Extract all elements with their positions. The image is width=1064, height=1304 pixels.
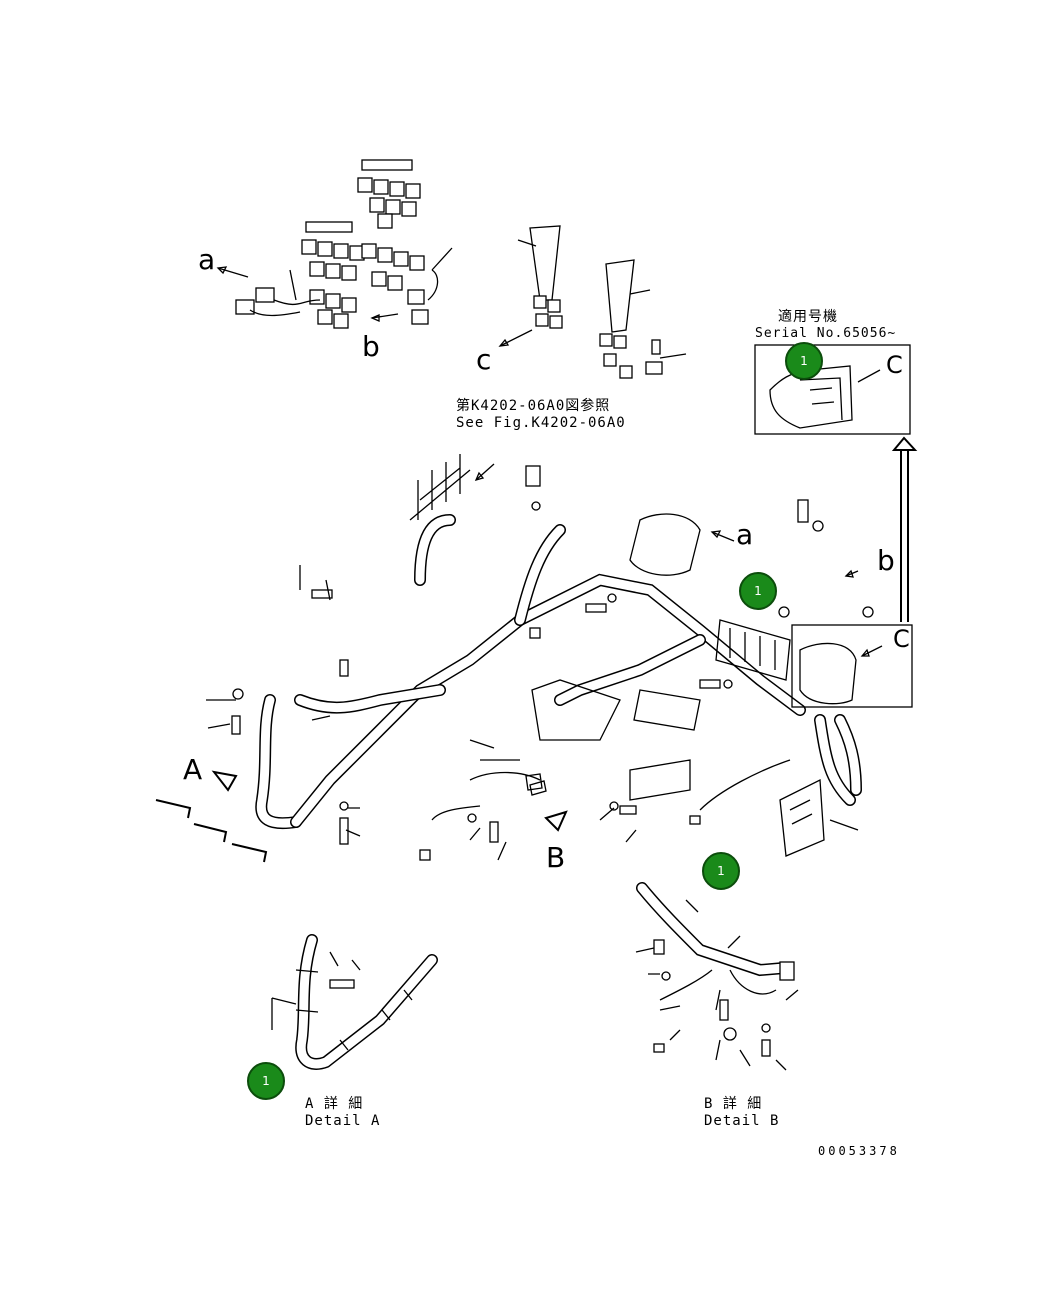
callout-letter-a-top: a <box>198 243 216 276</box>
reference-jp: 第K4202-06A0図参照 <box>456 398 611 414</box>
detail-b-caption-en: Detail B <box>704 1113 780 1129</box>
serial-number: Serial No.65056~ <box>755 326 897 341</box>
main-harness <box>155 454 913 863</box>
callout-letter-b-top: b <box>362 330 380 363</box>
view-arrow-letter-a: A <box>183 753 203 786</box>
callout-letter-c-serial: C <box>886 351 903 379</box>
detail-a-caption-jp: A 詳 細 <box>305 1096 364 1112</box>
relay-cluster-top-left <box>216 159 453 329</box>
detail-a-caption-en: Detail A <box>305 1113 381 1129</box>
item-badge-main[interactable]: 1 <box>739 572 777 610</box>
serial-title: 適用号機 <box>778 309 838 325</box>
item-badge-detail-b[interactable]: 1 <box>702 852 740 890</box>
reference-en: See Fig.K4202-06A0 <box>456 415 626 431</box>
callout-letter-b-main: b <box>877 544 895 577</box>
callout-letter-c-main: C <box>893 625 910 653</box>
item-badge-serial[interactable]: 1 <box>785 342 823 380</box>
callout-letter-a-main: a <box>736 518 754 551</box>
detail-b-caption-jp: B 詳 細 <box>704 1096 763 1112</box>
view-arrow-letter-b: B <box>546 841 566 874</box>
callout-letter-c-top: c <box>476 343 492 376</box>
item-badge-detail-a[interactable]: 1 <box>247 1062 285 1100</box>
serial-box-frame <box>754 344 918 622</box>
detail-b-drawing <box>635 882 799 1071</box>
detail-a-drawing <box>271 934 438 1070</box>
drawing-number: 00053378 <box>818 1144 900 1158</box>
bracket-assembly-top <box>498 225 687 379</box>
